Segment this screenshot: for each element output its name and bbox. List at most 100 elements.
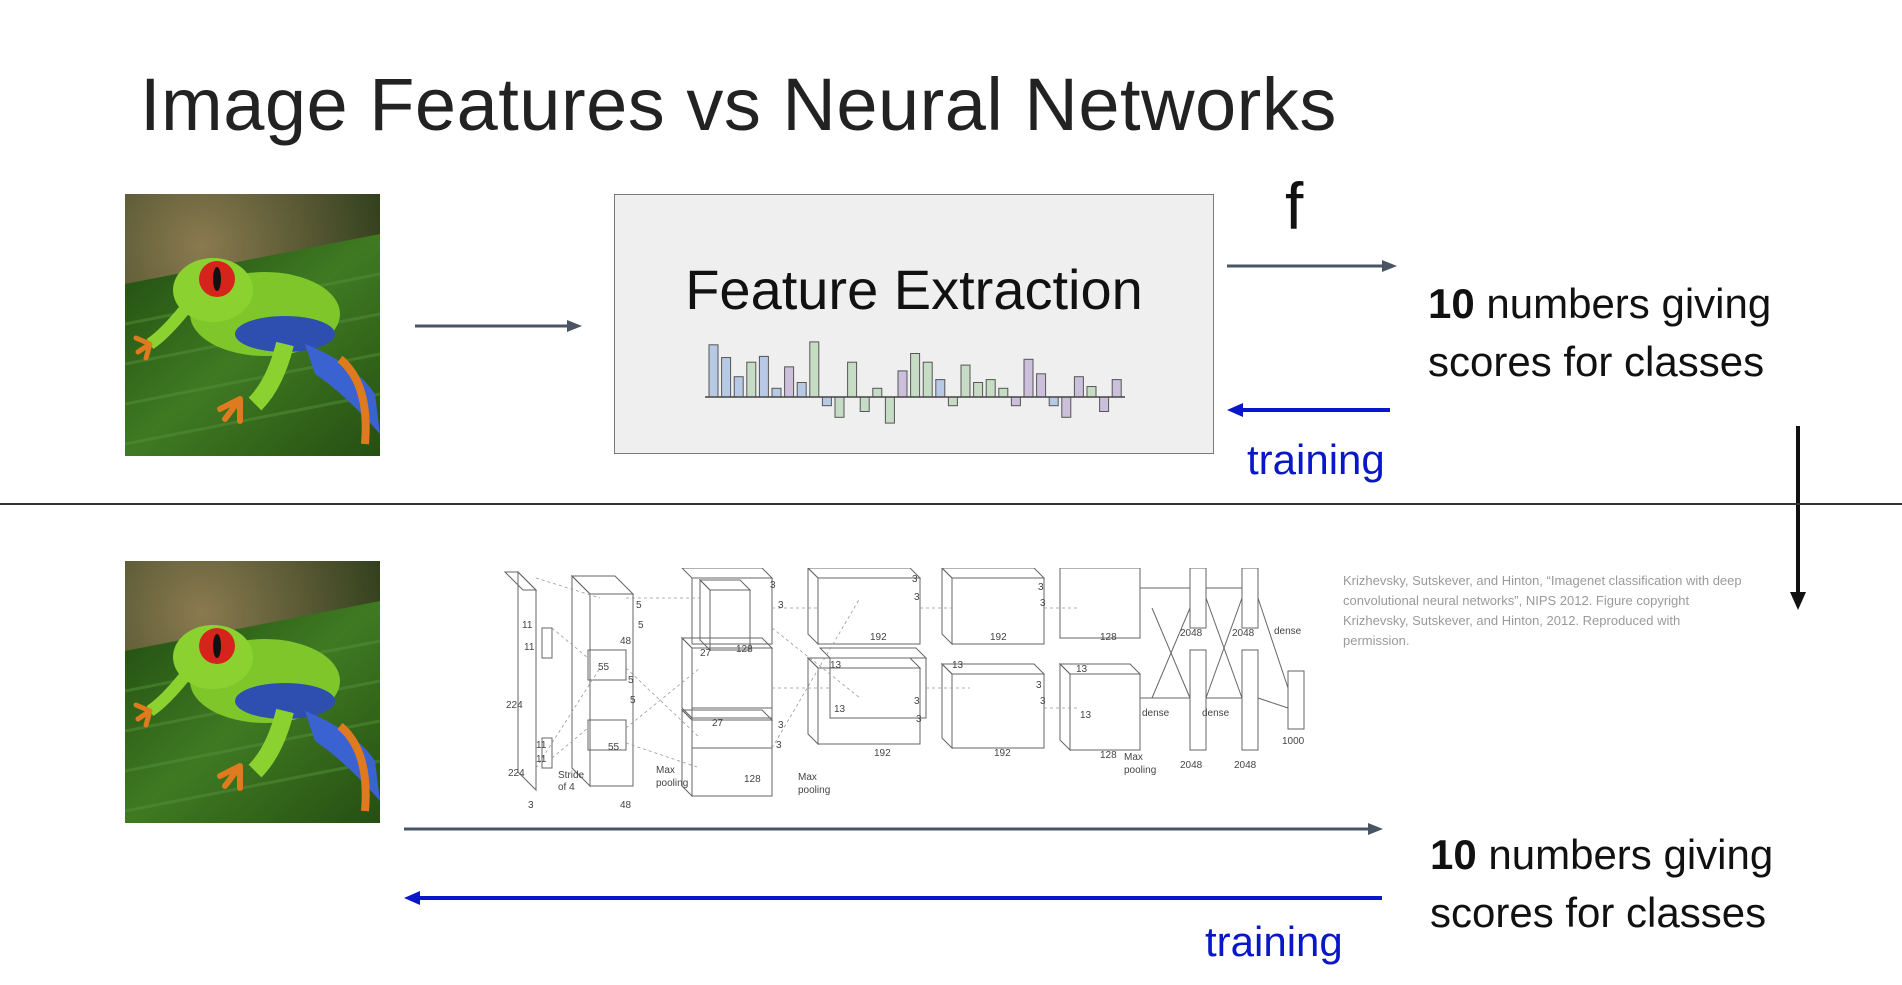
histogram-bar [796, 382, 807, 398]
scores-text-top: 10 numbers giving scores for classes [1428, 275, 1771, 391]
label-dense-a: dense [1142, 708, 1170, 719]
training-label-top: training [1247, 436, 1385, 483]
label-27a: 27 [700, 648, 712, 659]
histogram-bar [1111, 379, 1122, 398]
label-128a: 128 [736, 644, 753, 655]
histogram-bar [1036, 373, 1047, 398]
label-k3k: 3 [1036, 680, 1042, 691]
histogram-bar [1073, 376, 1084, 398]
histogram-bar [1023, 358, 1034, 398]
label-1000: 1000 [1282, 736, 1305, 747]
label-2048c: 2048 [1232, 628, 1255, 639]
label-55a: 55 [598, 662, 610, 673]
slide-title: Image Features vs Neural Networks [140, 63, 1337, 146]
alexnet-labels: 224 224 3 11 11 11 11 Stride of 4 55 55 … [506, 574, 1305, 811]
histogram-bar [985, 379, 996, 398]
histogram-bar [733, 376, 744, 398]
label-k11b: 11 [524, 642, 535, 653]
label-2048a: 2048 [1180, 628, 1203, 639]
histogram-bar [721, 357, 732, 398]
label-3: 3 [528, 800, 534, 811]
down-arrow [1790, 426, 1806, 610]
histogram-bar [708, 344, 719, 398]
frog-illustration [125, 561, 380, 823]
label-mp2: Max [798, 772, 817, 783]
histogram-bar [847, 361, 858, 398]
histogram-bar [809, 341, 820, 398]
label-48a: 48 [620, 636, 632, 647]
label-mp2b: pooling [798, 785, 830, 796]
histogram-bar [1048, 396, 1059, 407]
label-k3h: 3 [916, 714, 922, 725]
histogram-bar [758, 355, 769, 398]
label-27b: 27 [712, 718, 724, 729]
arrow-to-scores-top [1227, 260, 1397, 272]
label-of4: of 4 [558, 782, 575, 793]
label-128d: 128 [1100, 750, 1117, 761]
label-k3j: 3 [1040, 598, 1046, 609]
feature-extraction-box: Feature Extraction [614, 194, 1214, 454]
histogram-bar [859, 396, 870, 412]
label-k5b: 5 [638, 620, 644, 631]
label-2048d: 2048 [1234, 760, 1257, 771]
label-192d: 192 [994, 748, 1011, 759]
label-2048b: 2048 [1180, 760, 1203, 771]
scores-line2-bottom: scores for classes [1430, 889, 1767, 936]
label-k5a: 5 [636, 600, 642, 611]
input-volume [517, 570, 537, 792]
citation-text: Krizhevsky, Sutskever, and Hinton, “Imag… [1343, 573, 1742, 648]
histogram-bar [1086, 386, 1097, 398]
histogram-bar [821, 396, 832, 407]
histogram-bar [922, 361, 933, 398]
histogram-bar [784, 366, 795, 398]
label-dense-b: dense [1202, 708, 1230, 719]
label-128b: 128 [744, 774, 761, 785]
training-label-bottom: training [1205, 918, 1343, 965]
histogram-bar [771, 387, 782, 398]
alexnet-diagram: 224 224 3 11 11 11 11 Stride of 4 55 55 … [503, 568, 1305, 811]
label-k3c: 3 [778, 720, 784, 731]
label-13b: 13 [834, 704, 846, 715]
label-k3e: 3 [912, 574, 918, 585]
histogram-bar [973, 382, 984, 398]
label-stride: Stride [558, 770, 585, 781]
label-224b: 224 [508, 768, 525, 779]
histogram-bar [897, 370, 908, 398]
histogram-bar [746, 361, 757, 398]
label-dense-c: dense [1274, 626, 1302, 637]
label-224a: 224 [506, 700, 523, 711]
label-192b: 192 [874, 748, 891, 759]
label-128c: 128 [1100, 632, 1117, 643]
section-divider [0, 503, 1902, 505]
label-k3l: 3 [1040, 696, 1046, 707]
label-k11a: 11 [522, 620, 533, 631]
frog-image-bottom [125, 561, 380, 823]
histogram-bar [1010, 396, 1021, 407]
label-13c: 13 [952, 660, 964, 671]
histogram-bar [872, 387, 883, 398]
label-k3i: 3 [1038, 582, 1044, 593]
label-mp3b: pooling [1124, 765, 1156, 776]
scores-line2-top: scores for classes [1428, 338, 1765, 385]
histogram-bar [947, 396, 958, 407]
scores-text-bottom: 10 numbers giving scores for classes [1430, 826, 1773, 942]
scores-line1-bottom: numbers giving [1476, 831, 1774, 878]
label-k3g: 3 [914, 696, 920, 707]
histogram-bar [1061, 396, 1072, 418]
label-mp1b: pooling [656, 778, 688, 789]
histogram-bar [935, 379, 946, 398]
scores-count-bottom: 10 [1430, 831, 1477, 878]
histogram-bar [884, 396, 895, 424]
histogram-bar [834, 396, 845, 418]
label-mp1: Max [656, 765, 675, 776]
arrow-to-feature-extraction [415, 320, 582, 332]
histogram-bar [1099, 396, 1110, 412]
histogram-bar [960, 364, 971, 398]
label-192c: 192 [990, 632, 1007, 643]
scores-count-top: 10 [1428, 280, 1475, 327]
histogram-bar [910, 353, 921, 398]
feature-extraction-label: Feature Extraction [685, 258, 1143, 321]
label-13a: 13 [830, 660, 842, 671]
label-mp3: Max [1124, 752, 1143, 763]
label-k3f: 3 [914, 592, 920, 603]
